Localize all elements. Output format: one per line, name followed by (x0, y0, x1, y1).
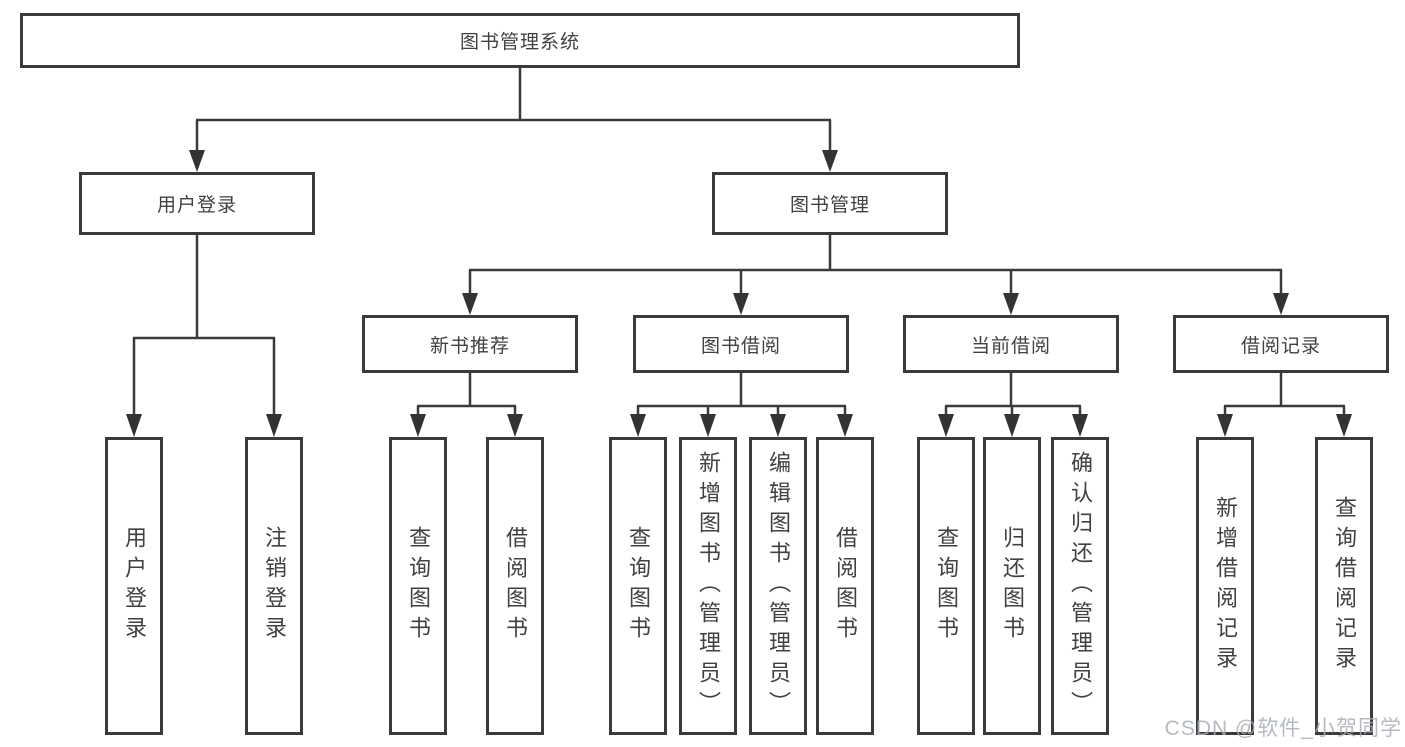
node-label: 查询图书 (934, 526, 959, 646)
node-label: 借阅图书 (503, 526, 528, 646)
node-label: 图书管理 (789, 195, 870, 216)
connector-new-book-recommendation-children (410, 373, 523, 437)
node-label: 当前借阅 (970, 335, 1051, 357)
node-leaf-add-book-admin: 新增图书（管理员） (679, 437, 737, 735)
node-label: 注销登录 (262, 526, 287, 646)
arrow-down-icon (1217, 414, 1233, 437)
arrow-down-icon (700, 414, 716, 437)
node-label: 查询借阅记录 (1332, 496, 1357, 676)
connector-current-borrowing-children (938, 373, 1088, 437)
node-leaf-borrow-books-recommend: 借阅图书 (486, 437, 544, 735)
node-label: 用户登录 (122, 526, 147, 646)
node-label: 图书管理系统 (459, 32, 580, 53)
node-label: 新增借阅记录 (1213, 496, 1238, 676)
arrow-down-icon (770, 414, 786, 437)
node-label: 确认归还（管理员） (1068, 451, 1093, 721)
node-borrowing-records: 借阅记录 (1173, 315, 1389, 373)
arrow-down-icon (462, 293, 478, 315)
arrow-down-icon (189, 150, 205, 172)
node-leaf-borrow-books: 借阅图书 (816, 437, 874, 735)
arrow-down-icon (1003, 293, 1019, 315)
node-label: 归还图书 (1000, 526, 1025, 646)
arrow-down-icon (938, 414, 954, 437)
node-label: 图书借阅 (700, 335, 781, 357)
arrow-down-icon (1004, 414, 1020, 437)
node-label: 编辑图书（管理员） (766, 451, 791, 721)
connector-user-login-children (126, 235, 282, 437)
connector-root-to-level2 (189, 68, 838, 172)
node-label: 借阅记录 (1240, 335, 1321, 357)
connector-book-management-children (462, 235, 1289, 315)
node-book-management: 图书管理 (712, 172, 948, 235)
arrow-down-icon (266, 414, 282, 437)
node-leaf-query-borrow-record: 查询借阅记录 (1315, 437, 1373, 735)
node-leaf-query-books-borrowing: 查询图书 (609, 437, 667, 735)
node-current-borrowing: 当前借阅 (903, 315, 1119, 373)
node-book-borrowing: 图书借阅 (633, 315, 849, 373)
arrow-down-icon (733, 293, 749, 315)
node-leaf-logout: 注销登录 (245, 437, 303, 735)
node-leaf-query-books-recommend: 查询图书 (389, 437, 447, 735)
node-label: 查询图书 (406, 526, 431, 646)
node-leaf-confirm-return-admin: 确认归还（管理员） (1051, 437, 1109, 735)
arrow-down-icon (507, 414, 523, 437)
node-library-management-system: 图书管理系统 (20, 13, 1020, 68)
node-label: 新增图书（管理员） (696, 451, 721, 721)
arrow-down-icon (126, 414, 142, 437)
arrow-down-icon (410, 414, 426, 437)
node-leaf-add-borrow-record: 新增借阅记录 (1196, 437, 1254, 735)
arrow-down-icon (1336, 414, 1352, 437)
node-label: 查询图书 (626, 526, 651, 646)
node-user-login: 用户登录 (79, 172, 315, 235)
node-leaf-edit-book-admin: 编辑图书（管理员） (749, 437, 807, 735)
arrow-down-icon (822, 150, 838, 172)
arrow-down-icon (837, 414, 853, 437)
node-label: 用户登录 (156, 195, 237, 216)
connector-borrowing-records-children (1217, 373, 1352, 437)
node-leaf-query-books-current: 查询图书 (917, 437, 975, 735)
arrow-down-icon (1072, 414, 1088, 437)
arrow-down-icon (630, 414, 646, 437)
node-new-book-recommendation: 新书推荐 (362, 315, 578, 373)
node-leaf-return-books: 归还图书 (983, 437, 1041, 735)
node-label: 新书推荐 (429, 335, 510, 357)
connector-book-borrowing-children (630, 373, 853, 437)
node-leaf-user-login: 用户登录 (105, 437, 163, 735)
node-label: 借阅图书 (833, 526, 858, 646)
arrow-down-icon (1273, 293, 1289, 315)
